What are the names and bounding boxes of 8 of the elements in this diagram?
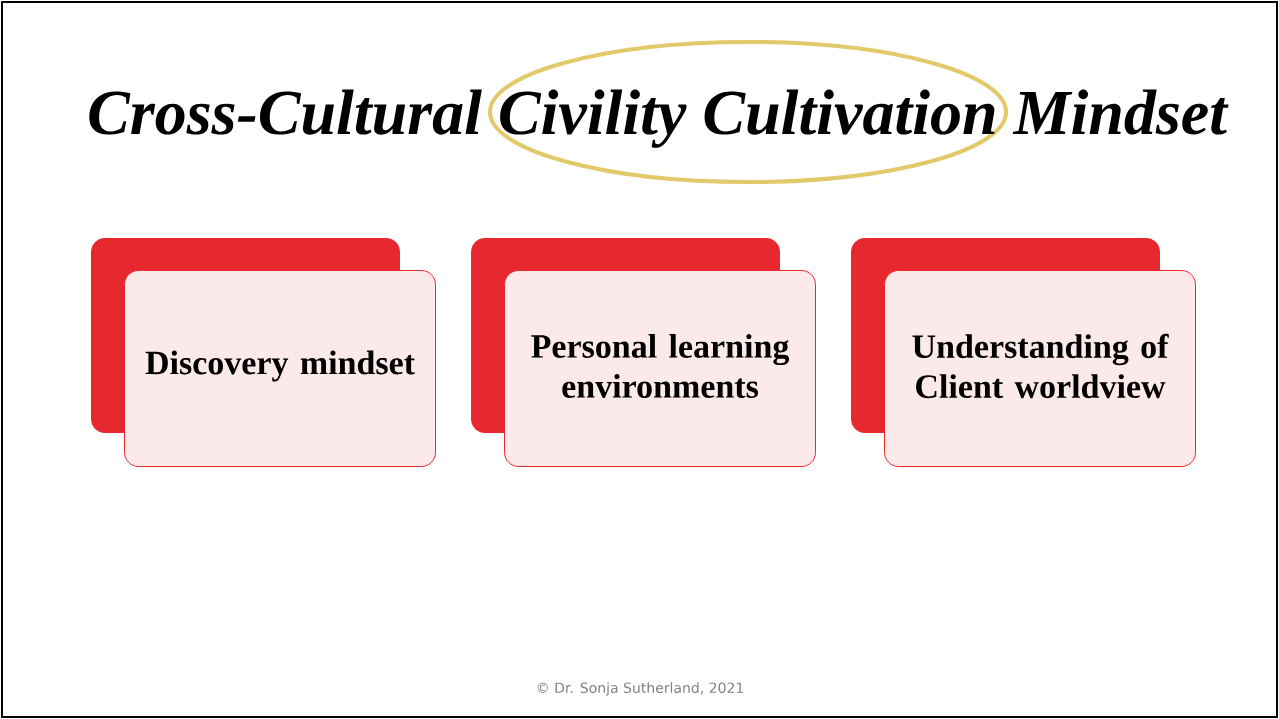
card-text: Discovery mindset bbox=[145, 350, 415, 382]
title: Cross-Cultural Civility Cultivation Mindset bbox=[89, 89, 1229, 148]
card-text: Understanding of Client worldview bbox=[912, 333, 1169, 399]
copyright-note: © Dr. Sonja Sutherland, 2021 bbox=[537, 682, 743, 696]
card-box bbox=[124, 270, 436, 467]
card-box bbox=[504, 270, 816, 467]
card-box bbox=[884, 270, 1196, 467]
card-text: Personal learning environments bbox=[531, 334, 790, 398]
